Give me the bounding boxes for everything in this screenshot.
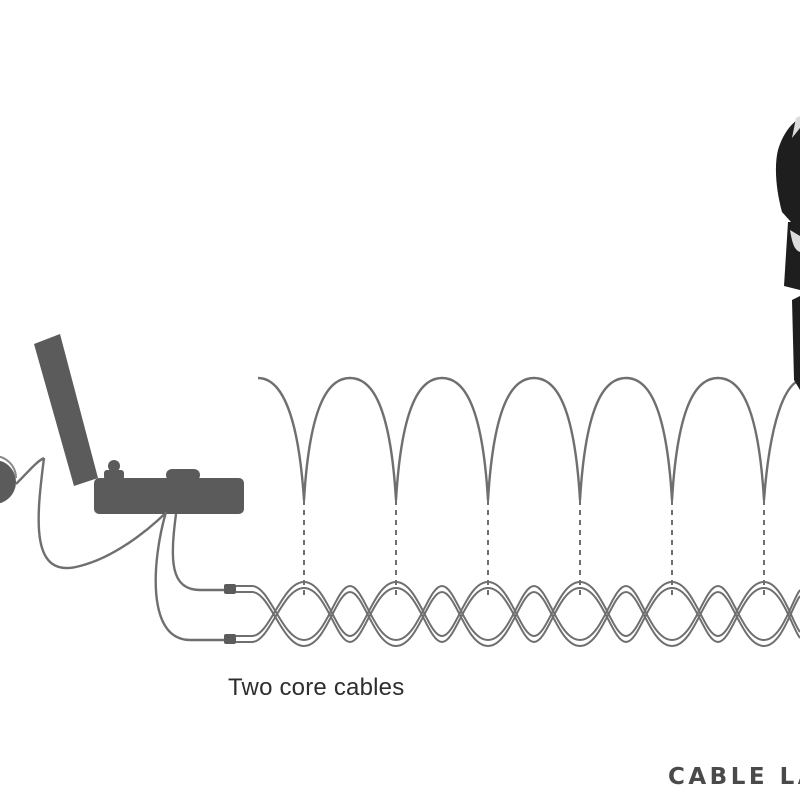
instrument-lead-upper [171, 513, 224, 592]
cable-connector-upper [224, 584, 252, 594]
instrument-lead-lower [154, 511, 224, 642]
coil-reel-icon [0, 455, 45, 504]
field-arcs [257, 376, 800, 501]
test-instrument-icon [34, 334, 244, 514]
cable-caption: Two core cables [228, 674, 405, 701]
corner-title: CABLE LA [668, 764, 800, 790]
instrument-lid [34, 334, 98, 486]
twisted-cable [251, 580, 800, 648]
cable-connector-lower [224, 634, 252, 644]
worker-figure-icon [775, 116, 800, 390]
instrument-base [94, 478, 244, 514]
reel-lead-wire [37, 457, 171, 570]
dashed-connectors [303, 500, 765, 598]
